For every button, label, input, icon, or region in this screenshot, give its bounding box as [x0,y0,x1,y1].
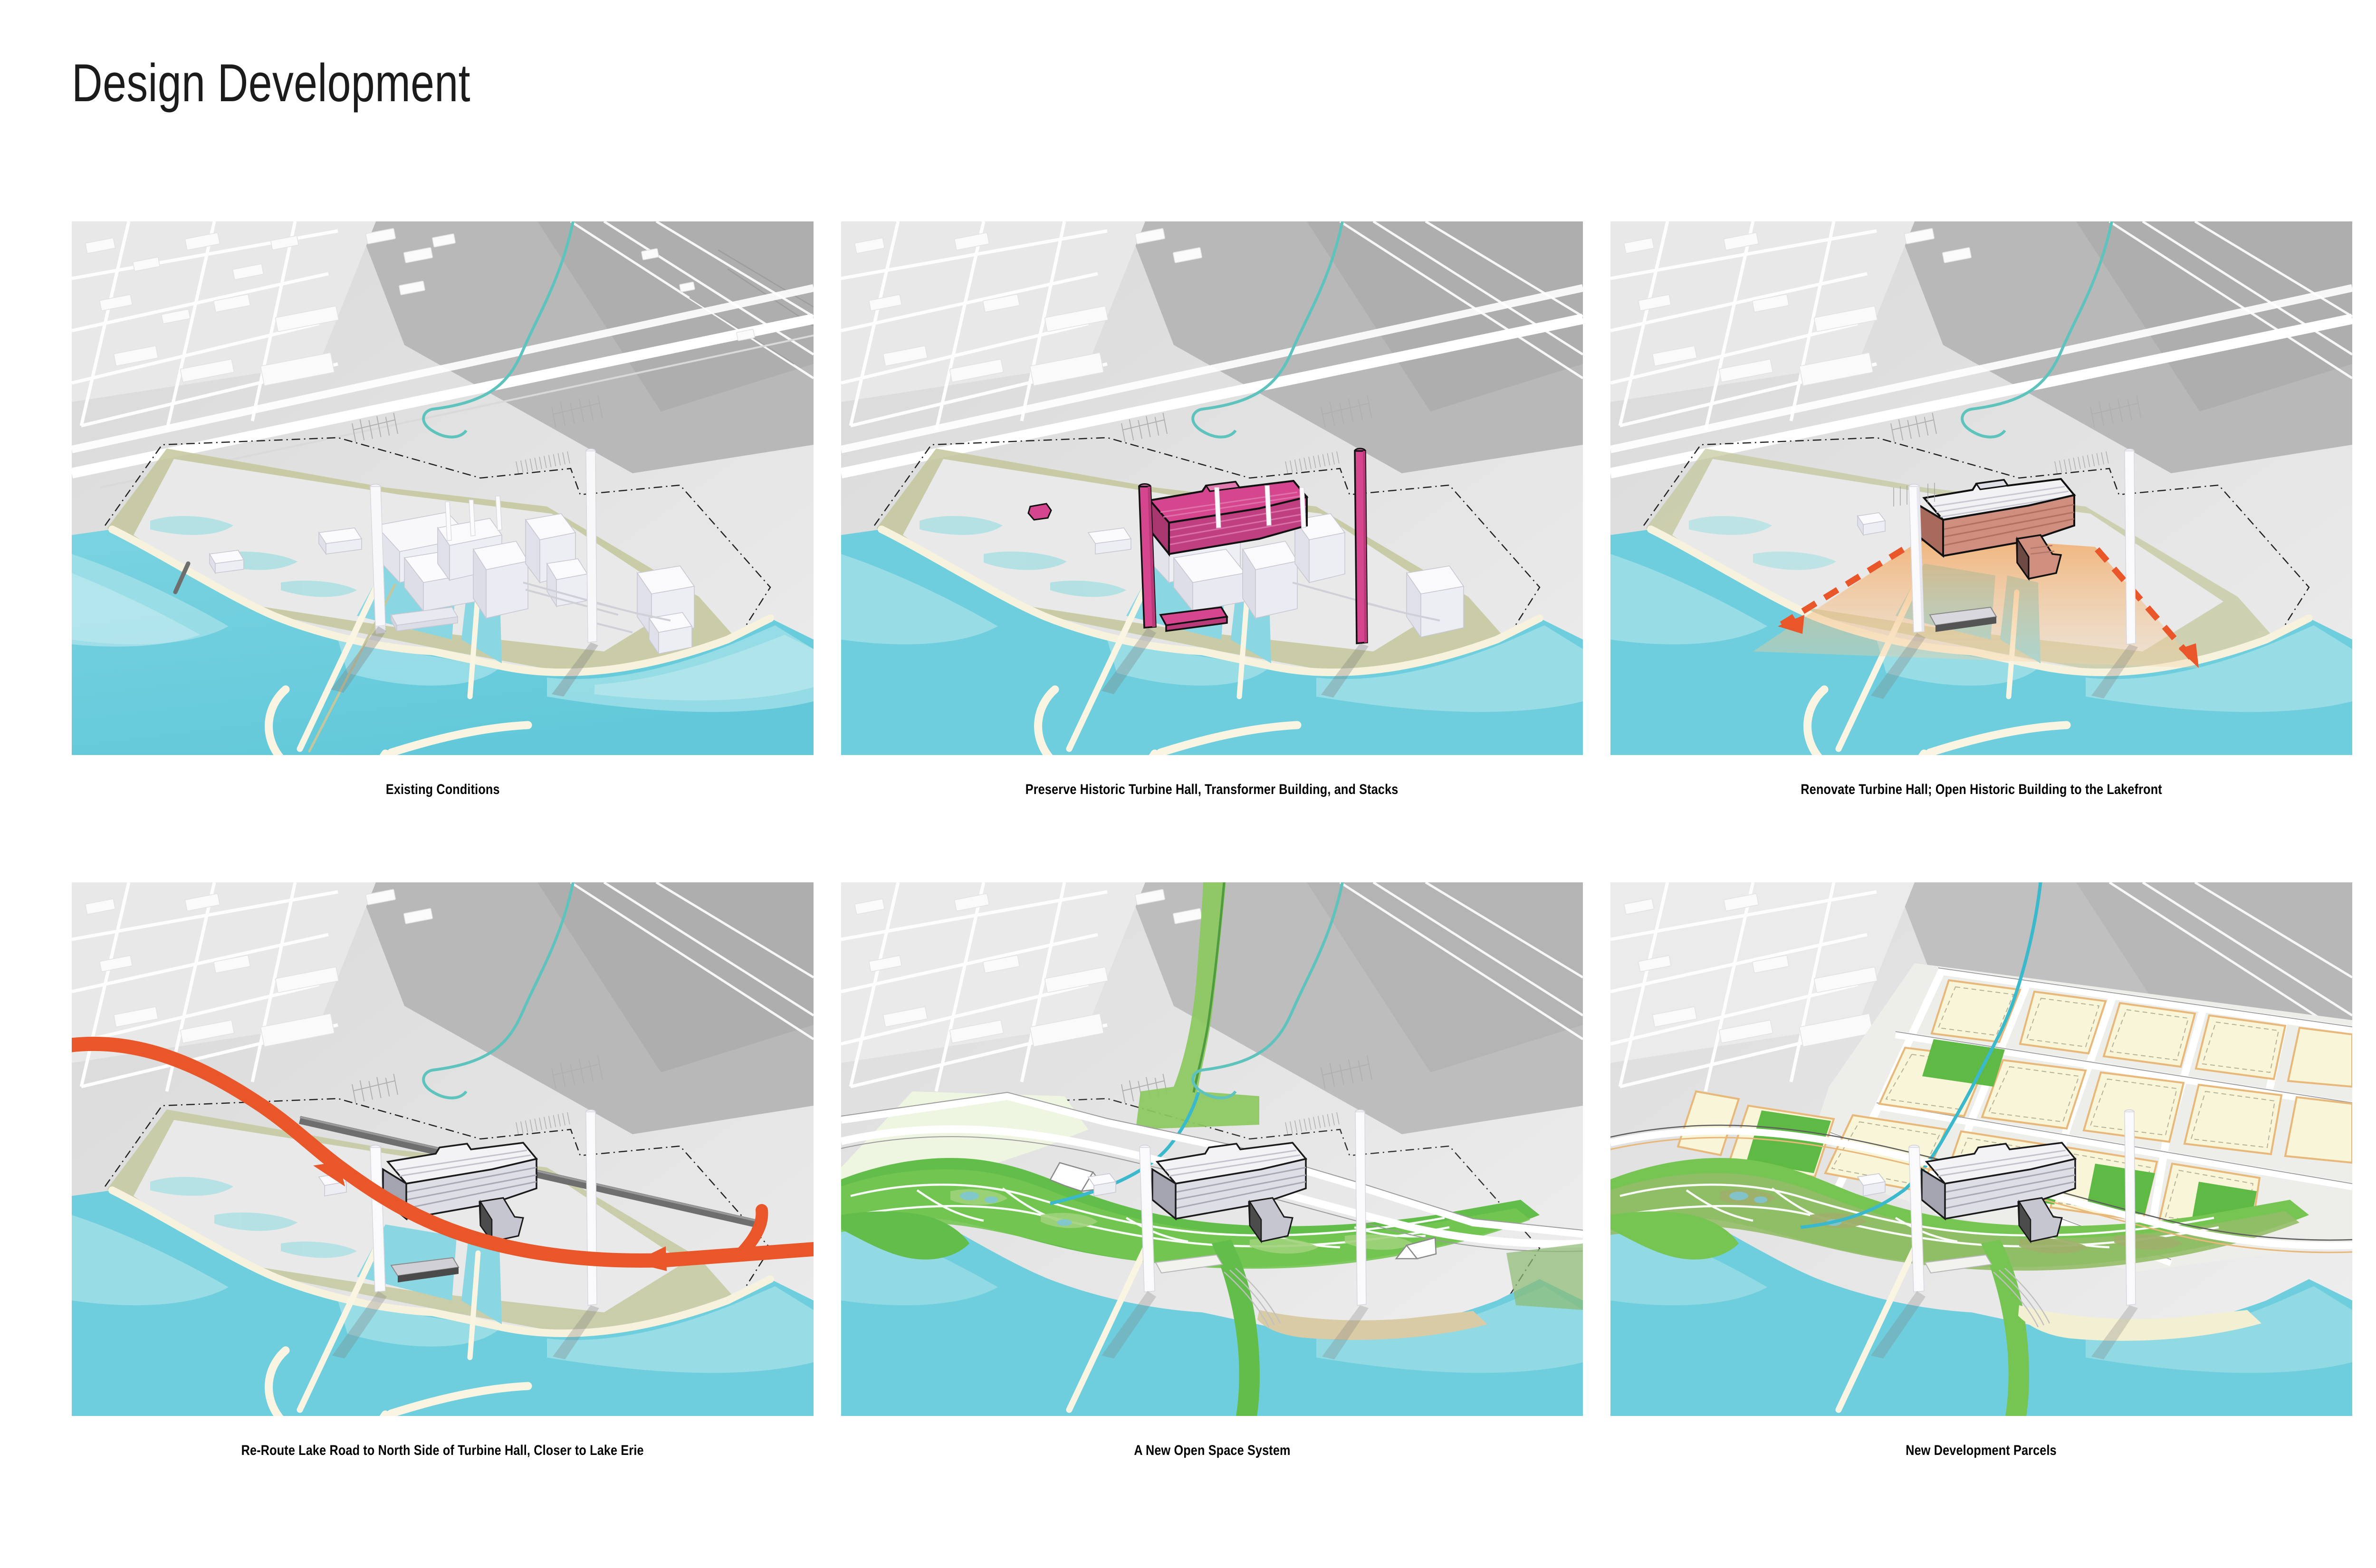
panel-new-open-space[interactable] [841,882,1583,1416]
panel-cell-4: Re-Route Lake Road to North Side of Turb… [72,882,814,1459]
caption-panel-3: Renovate Turbine Hall; Open Historic Bui… [1801,782,2162,797]
panel-grid: Existing Conditions [72,221,2353,1459]
west-stack-highlight [1102,483,1157,694]
page-title: Design Development [72,53,470,113]
panel-row-bottom: Re-Route Lake Road to North Side of Turb… [72,882,2353,1459]
turbine-hall [1151,1142,1308,1243]
panel-new-development-parcels[interactable] [1610,882,2352,1416]
arrowhead-west [313,1162,345,1186]
panel-cell-5: A New Open Space System [841,882,1583,1459]
panel-cell-1: Existing Conditions [72,221,814,798]
panel-preserve-historic[interactable] [841,221,1583,755]
renovated-hall [1918,478,2076,581]
caption-panel-6: New Development Parcels [1906,1443,2057,1458]
panel-existing-conditions[interactable] [72,221,814,755]
panel-cell-3: Renovate Turbine Hall; Open Historic Bui… [1610,221,2352,798]
caption-panel-2: Preserve Historic Turbine Hall, Transfor… [1025,782,1399,797]
caption-panel-5: A New Open Space System [1133,1443,1291,1458]
caption-panel-4: Re-Route Lake Road to North Side of Turb… [241,1443,644,1458]
arrowhead-east [632,1246,667,1271]
caption-panel-1: Existing Conditions [385,782,500,797]
panel-row-top: Existing Conditions [72,221,2353,798]
turbine-hall-highlight [1148,479,1309,557]
panel-cell-2: Preserve Historic Turbine Hall, Transfor… [841,221,1583,798]
turbine-hall [1921,1142,2077,1243]
view-fan [1753,535,2200,668]
transformer-building-highlight [1159,606,1228,632]
view-arrows [1780,533,2196,663]
panel-renovate-turbine-hall[interactable] [1610,221,2352,755]
panel-cell-6: New Development Parcels [1610,882,2352,1459]
red-road-curve [72,1036,814,1268]
white-arrow-east [1395,1237,1437,1260]
small-pink-block [1027,503,1052,521]
panel-re-route-lake-road[interactable] [72,882,814,1416]
east-stack-highlight [1321,448,1369,698]
